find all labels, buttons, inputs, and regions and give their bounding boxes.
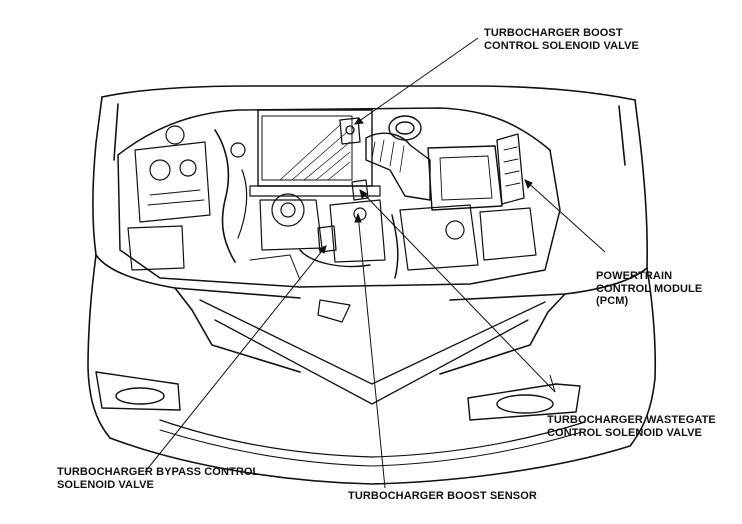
label-line: TURBOCHARGER BOOST [484,27,623,39]
label-line: CONTROL MODULE [596,282,703,295]
label-wastegate-control-solenoid-valve: TURBOCHARGER WASTEGATE CONTROL SOLENOID … [547,414,716,439]
right-side-components [391,204,537,279]
boost-control-solenoid [339,117,361,145]
pcm-unit [496,133,525,205]
leader-line-boost-sensor [354,212,386,489]
label-line: TURBOCHARGER BOOST SENSOR [348,490,537,502]
leader-line-boost-control-valve [353,37,479,125]
left-side-components [127,125,248,271]
leader-line-pcm [524,179,606,253]
label-powertrain-control-module: POWERTRAIN CONTROL MODULE (PCM) [596,270,702,308]
air-cleaner-box [427,145,503,211]
label-bypass-control-solenoid-valve: TURBOCHARGER BYPASS CONTROL SOLENOID VAL… [57,466,259,491]
right-fog-lamp [467,383,581,421]
air-intake-duct [365,115,431,201]
label-line: TURBOCHARGER BYPASS CONTROL [57,466,260,478]
label-line: (PCM) [596,295,629,307]
label-line: POWERTRAIN [596,270,673,282]
engine-cover [249,109,381,197]
bypass-solenoid [317,225,337,253]
vehicle-front-body [87,254,657,485]
open-hood [92,85,648,269]
label-line: CONTROL SOLENOID VALVE [484,39,639,52]
left-fog-lamp [95,371,181,411]
label-line: SOLENOID VALVE [57,478,154,491]
leader-line-wastegate-valve [359,188,556,393]
label-line: CONTROL SOLENOID VALVE [547,426,702,439]
label-boost-control-solenoid-valve: TURBOCHARGER BOOST CONTROL SOLENOID VALV… [484,27,639,52]
label-boost-sensor: TURBOCHARGER BOOST SENSOR [348,490,537,503]
engine-compartment [117,107,561,288]
label-line: TURBOCHARGER WASTEGATE [547,414,716,426]
leader-line-bypass-valve [144,245,327,473]
